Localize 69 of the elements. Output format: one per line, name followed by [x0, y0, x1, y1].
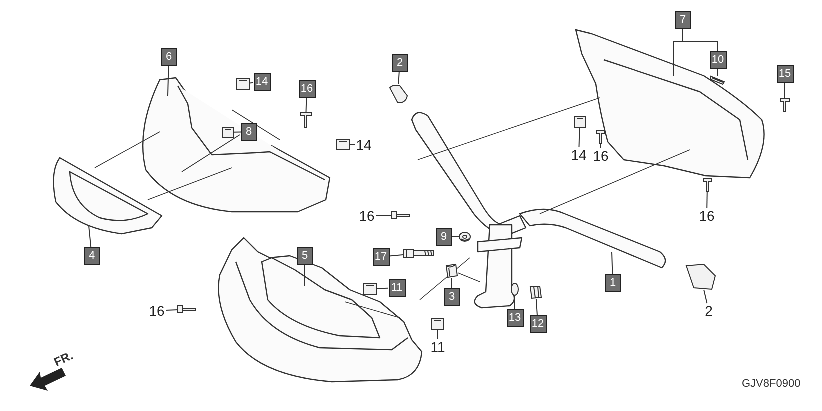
screw-drawing — [392, 212, 410, 219]
leader-line — [376, 215, 392, 216]
callout-number: 14 — [570, 148, 588, 162]
leader-line — [784, 82, 786, 98]
callout-number: 3 — [444, 288, 460, 306]
direction-label: FR. — [52, 348, 76, 370]
leader-line — [452, 236, 460, 238]
leader-line — [350, 144, 356, 146]
leader-line — [514, 296, 516, 310]
clip-drawing — [431, 318, 444, 330]
leader-line — [234, 132, 242, 133]
callout-number: 7 — [675, 11, 691, 29]
leader-line — [612, 252, 614, 274]
callout-number: 14 — [254, 73, 270, 91]
screw-drawing — [596, 130, 605, 144]
callout-number: 5 — [297, 247, 313, 265]
screw-drawing — [703, 178, 712, 192]
callout-number: 10 — [710, 51, 726, 69]
callout-number: 14 — [355, 138, 373, 152]
washer-drawing — [459, 232, 471, 242]
clip-drawing — [222, 127, 234, 138]
callout-number: 15 — [776, 65, 794, 83]
leader-line — [578, 128, 580, 148]
collar-drawing — [446, 264, 458, 278]
screw-drawing — [300, 112, 312, 128]
callout-number: 1 — [605, 274, 621, 292]
callout-number: 2 — [392, 54, 408, 72]
leader-line — [306, 98, 308, 112]
nut-drawing — [530, 286, 542, 299]
callout-number: 16 — [698, 208, 716, 224]
leader-line — [389, 254, 404, 257]
leader-line — [376, 288, 389, 290]
leader-line — [706, 192, 708, 209]
leader-line — [398, 72, 400, 84]
leader-line — [536, 298, 538, 316]
callout-number: 8 — [241, 123, 257, 141]
callout-number: 16 — [148, 304, 166, 318]
callout-number: 17 — [372, 248, 390, 266]
clip-drawing — [236, 78, 250, 90]
callout-number: 16 — [298, 80, 316, 98]
leader-line — [600, 144, 602, 149]
leader-line — [304, 264, 306, 286]
callout-number: 12 — [530, 315, 546, 333]
leader-line — [166, 309, 178, 312]
leader-line — [704, 290, 708, 304]
grip-drawing — [388, 84, 408, 104]
callout-number: 6 — [161, 48, 177, 66]
callout-number: 9 — [436, 228, 452, 246]
screw-drawing — [178, 306, 196, 313]
clip-drawing — [336, 139, 350, 150]
callout-number: 16 — [358, 208, 376, 224]
gasket-drawing — [710, 76, 725, 85]
leader-line — [250, 82, 254, 84]
callout-number: 2 — [704, 304, 714, 318]
o-ring-drawing — [511, 283, 519, 296]
callout-number: 11 — [388, 279, 406, 297]
clip-drawing — [363, 283, 377, 295]
leader-line — [437, 330, 438, 340]
drawing-code: GJV8F0900 — [742, 378, 801, 390]
clip-drawing — [574, 116, 586, 128]
callout-number: 11 — [429, 340, 447, 354]
bolt-drawing — [403, 249, 434, 258]
screw-drawing — [780, 98, 790, 112]
grip-drawing — [686, 264, 716, 290]
callout-number: 16 — [592, 148, 610, 164]
callout-number: 4 — [84, 247, 100, 265]
callout-number: 13 — [506, 309, 524, 327]
leader-line — [88, 226, 92, 248]
leader-line — [717, 68, 718, 76]
